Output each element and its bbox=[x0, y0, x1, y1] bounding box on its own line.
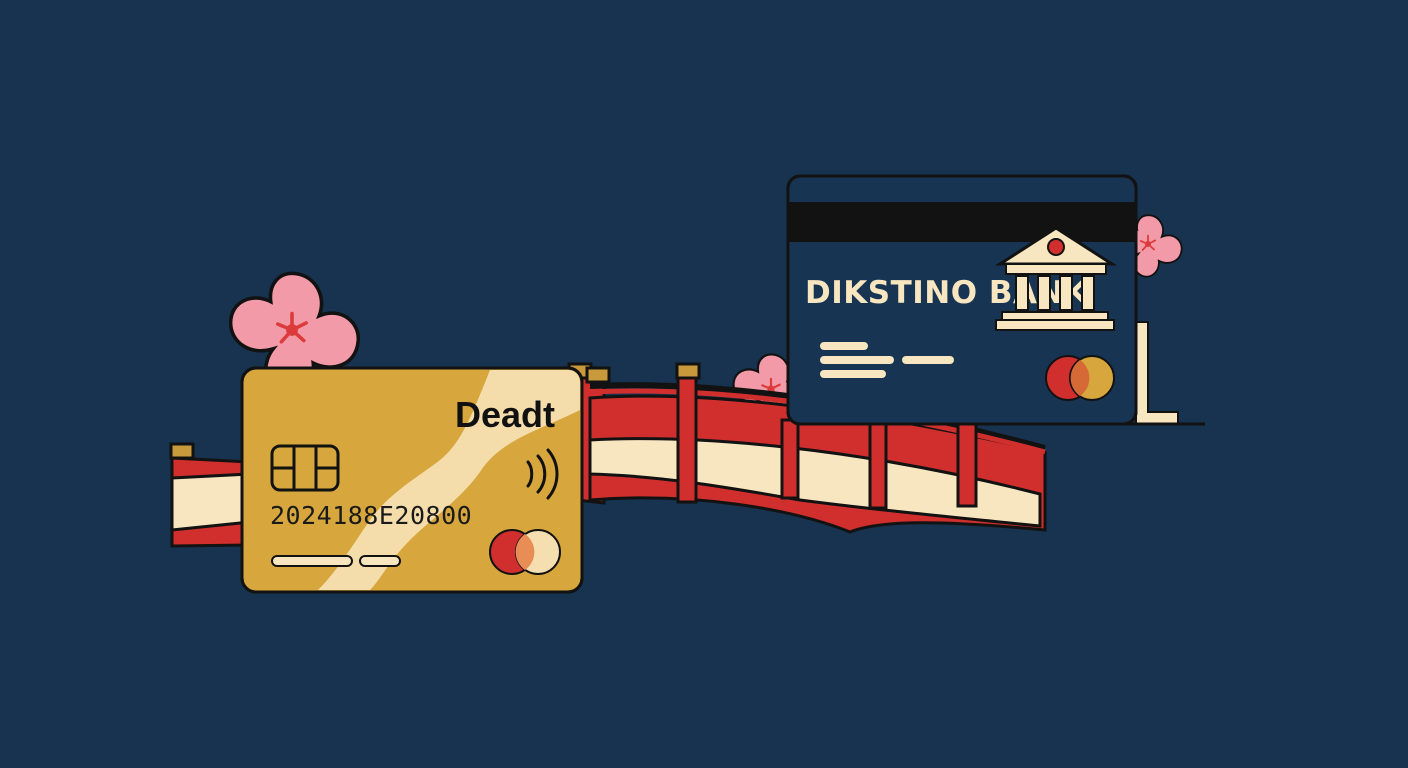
arched-bridge bbox=[169, 321, 1205, 548]
mastercard-logo-icon-bank bbox=[1045, 355, 1115, 401]
bank-debit-card: DIKSTINO BANK bbox=[786, 174, 1138, 426]
contactless-icon bbox=[526, 448, 559, 500]
gold-credit-card: Deadt 2024188E20800 bbox=[240, 366, 584, 594]
gold-card-number: 2024188E20800 bbox=[270, 501, 472, 530]
card-chip-icon bbox=[270, 444, 340, 492]
mastercard-logo-icon bbox=[489, 529, 561, 575]
gold-card-brand: Deadt bbox=[455, 394, 555, 435]
bank-building-icon bbox=[994, 226, 1118, 331]
